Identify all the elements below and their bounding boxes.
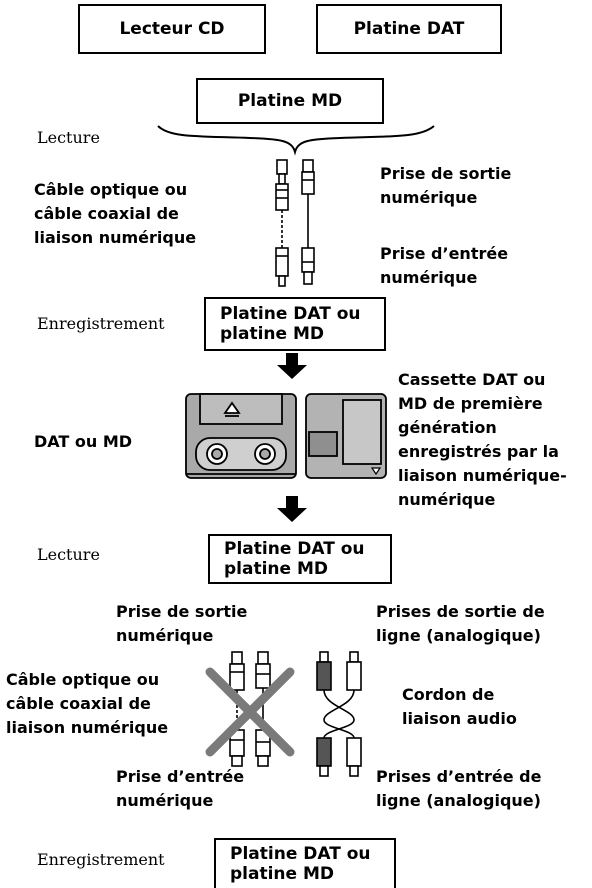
playback-label-2: Lecture	[37, 545, 100, 564]
md-deck-box: Platine MD	[196, 78, 384, 124]
recording-label-2: Enregistrement	[37, 850, 165, 869]
dat-deck-box: Platine DAT	[316, 4, 502, 54]
down-arrow-icon	[277, 353, 307, 379]
media-label: DAT ou MD	[34, 432, 133, 451]
rec-deck-box-2: Platine DAT ou platine MD	[214, 838, 396, 888]
digital-in-label-2: Prise d’entrée numérique	[116, 767, 245, 810]
rec-deck-box-1: Platine DAT ou platine MD	[204, 297, 386, 351]
cd-player-box: Lecteur CD	[78, 4, 266, 54]
digital-cable-icon	[275, 159, 315, 287]
prohibited-cross-icon	[205, 667, 295, 757]
dat-cassette-icon	[185, 393, 297, 479]
line-out-label: Prises de sortie de ligne (analogique)	[376, 602, 545, 645]
cable-label-1: Câble optique ou câble coaxial de liaiso…	[34, 180, 197, 247]
audio-cord-label: Cordon de liaison audio	[402, 685, 517, 728]
digital-out-label-1: Prise de sortie numérique	[380, 164, 512, 207]
down-arrow-icon	[277, 496, 307, 522]
digital-cable-icon	[229, 651, 271, 767]
digital-out-label-2: Prise de sortie numérique	[116, 602, 248, 645]
play-deck-box-2: Platine DAT ou platine MD	[208, 534, 392, 584]
minidisc-icon	[305, 393, 387, 479]
cable-label-2: Câble optique ou câble coaxial de liaiso…	[6, 670, 169, 737]
audio-cord-icon	[316, 651, 362, 777]
recording-label-1: Enregistrement	[37, 314, 165, 333]
brace-icon	[157, 125, 435, 156]
playback-label-1: Lecture	[37, 128, 100, 147]
line-in-label: Prises d’entrée de ligne (analogique)	[376, 767, 542, 810]
media-description: Cassette DAT ou MD de première génératio…	[398, 370, 567, 509]
digital-in-label-1: Prise d’entrée numérique	[380, 244, 509, 287]
